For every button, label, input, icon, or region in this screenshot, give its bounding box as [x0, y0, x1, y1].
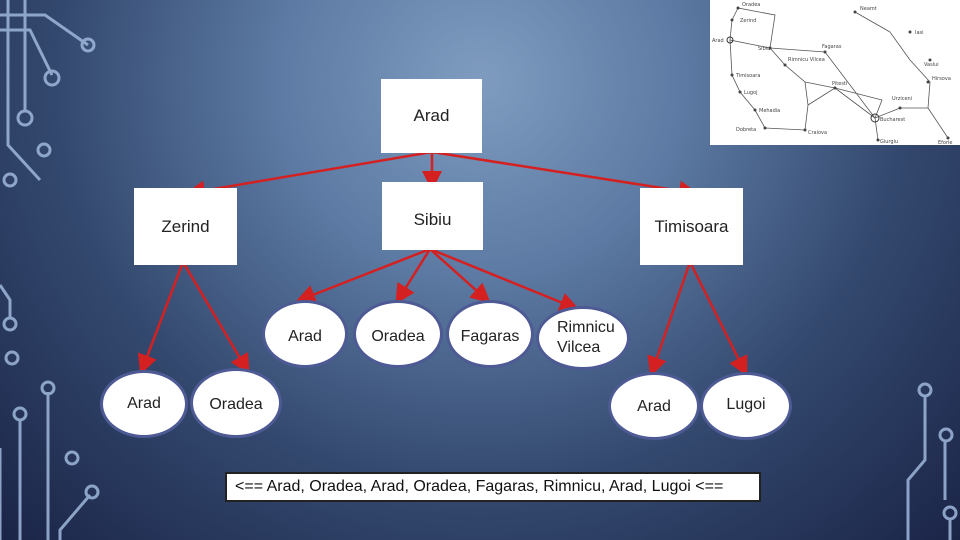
node-label: Fagaras — [460, 328, 520, 345]
edge-timisoara-arad — [647, 261, 692, 377]
svg-text:Urziceni: Urziceni — [892, 96, 912, 102]
edge-sibiu-fagaras — [429, 248, 491, 304]
edge-sibiu-oradea — [395, 248, 432, 305]
svg-text:Neamt: Neamt — [860, 6, 877, 12]
svg-text:Arad: Arad — [712, 38, 724, 44]
node-sibiu-child-arad: Arad — [262, 300, 348, 368]
svg-text:Oradea: Oradea — [742, 2, 760, 8]
node-label: Arad — [127, 395, 161, 412]
node-zerind-child-oradea: Oradea — [190, 368, 282, 438]
svg-text:Mehadia: Mehadia — [759, 108, 780, 114]
svg-text:Sibiu: Sibiu — [758, 46, 770, 52]
svg-text:Eforie: Eforie — [938, 140, 953, 145]
node-label: Arad — [413, 106, 450, 125]
edge-arad-zerind — [185, 150, 433, 201]
edge-zerind-arad — [137, 261, 185, 375]
edge-zerind-oradea — [181, 261, 250, 375]
svg-text:Giurgiu: Giurgiu — [880, 139, 898, 145]
edge-sibiu-arad — [295, 247, 431, 304]
node-root-arad: Arad — [381, 79, 482, 153]
svg-text:Vaslui: Vaslui — [924, 62, 939, 68]
node-label: Sibiu — [413, 210, 452, 229]
node-label: Arad — [637, 398, 671, 415]
node-label: Zerind — [161, 216, 210, 236]
svg-text:Craiova: Craiova — [808, 130, 827, 136]
edge-timisoara-lugoi — [688, 261, 748, 377]
svg-text:Lugoj: Lugoj — [744, 90, 758, 96]
svg-text:Bucharest: Bucharest — [880, 117, 905, 123]
svg-text:Zerind: Zerind — [740, 18, 756, 24]
node-timisoara: Timisoara — [640, 188, 743, 265]
romania-map-thumbnail: Oradea Neamt Zerind Iasi Arad Sibiu Faga… — [710, 0, 960, 146]
svg-text:Fagaras: Fagaras — [822, 44, 842, 50]
edge-sibiu-rimnicu — [429, 247, 580, 312]
svg-text:Pitesti: Pitesti — [832, 81, 847, 87]
node-label: Oradea — [371, 328, 425, 345]
node-sibiu-child-oradea: Oradea — [353, 300, 443, 368]
svg-text:Dobreta: Dobreta — [736, 127, 756, 133]
node-zerind-child-arad: Arad — [100, 370, 188, 438]
node-zerind: Zerind — [134, 188, 237, 265]
traversal-order-caption: <== Arad, Oradea, Arad, Oradea, Fagaras,… — [225, 472, 761, 502]
svg-text:Timisoara: Timisoara — [735, 73, 760, 79]
edge-arad-timisoara — [431, 150, 699, 201]
svg-text:Rimnicu Vilcea: Rimnicu Vilcea — [788, 57, 825, 63]
svg-text:Iasi: Iasi — [915, 30, 924, 36]
node-label: Rimnicu Vilcea — [557, 319, 615, 356]
node-label: Oradea — [209, 396, 263, 413]
node-sibiu: Sibiu — [382, 182, 483, 250]
node-timisoara-child-lugoi: Lugoi — [700, 372, 792, 440]
caption-text: <== Arad, Oradea, Arad, Oradea, Fagaras,… — [235, 478, 724, 495]
node-timisoara-child-arad: Arad — [608, 372, 700, 440]
node-label: Timisoara — [654, 216, 729, 236]
node-sibiu-child-fagaras: Fagaras — [446, 300, 534, 368]
node-label: Lugoi — [726, 396, 766, 413]
svg-text:Hirsova: Hirsova — [932, 76, 951, 82]
node-sibiu-child-rimnicu-vilcea: Rimnicu Vilcea — [536, 306, 630, 370]
node-label: Arad — [288, 328, 322, 345]
